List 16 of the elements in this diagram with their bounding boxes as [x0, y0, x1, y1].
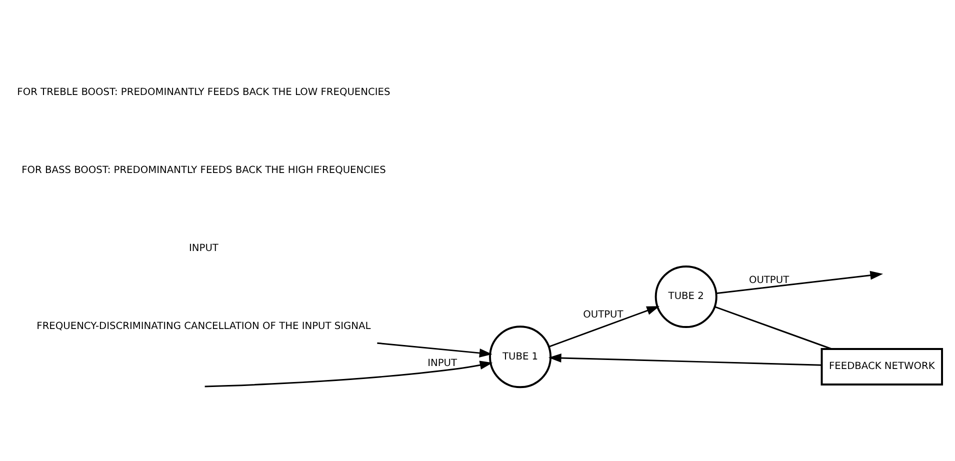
- edge-label: OUTPUT: [748, 274, 790, 286]
- label: FOR TREBLE BOOST: PREDOMINANTLY FEEDS BACK THE LOW FREQUENCIES: [17, 86, 390, 98]
- edge-label: OUTPUT: [583, 308, 624, 320]
- connector: [714, 306, 832, 350]
- arrow: [204, 360, 493, 387]
- arrow: [377, 342, 492, 357]
- node-text: FREQUENCY-DISCRIMINATING CANCELLATION OF THE INPUT SIGNAL: [36, 320, 371, 332]
- arrow: [548, 306, 660, 347]
- label: INPUT: [189, 242, 218, 254]
- node-circle: TUBE 1: [489, 325, 552, 388]
- edge-label: INPUT: [428, 357, 457, 368]
- arrow: [548, 352, 822, 366]
- node-circle: TUBE 2: [654, 264, 718, 328]
- node-box: FEEDBACK NETWORK: [820, 348, 944, 385]
- arrow: [716, 270, 884, 294]
- label: FOR BASS BOOST: PREDOMINANTLY FEEDS BACK THE HIGH FREQUENCIES: [22, 164, 386, 176]
